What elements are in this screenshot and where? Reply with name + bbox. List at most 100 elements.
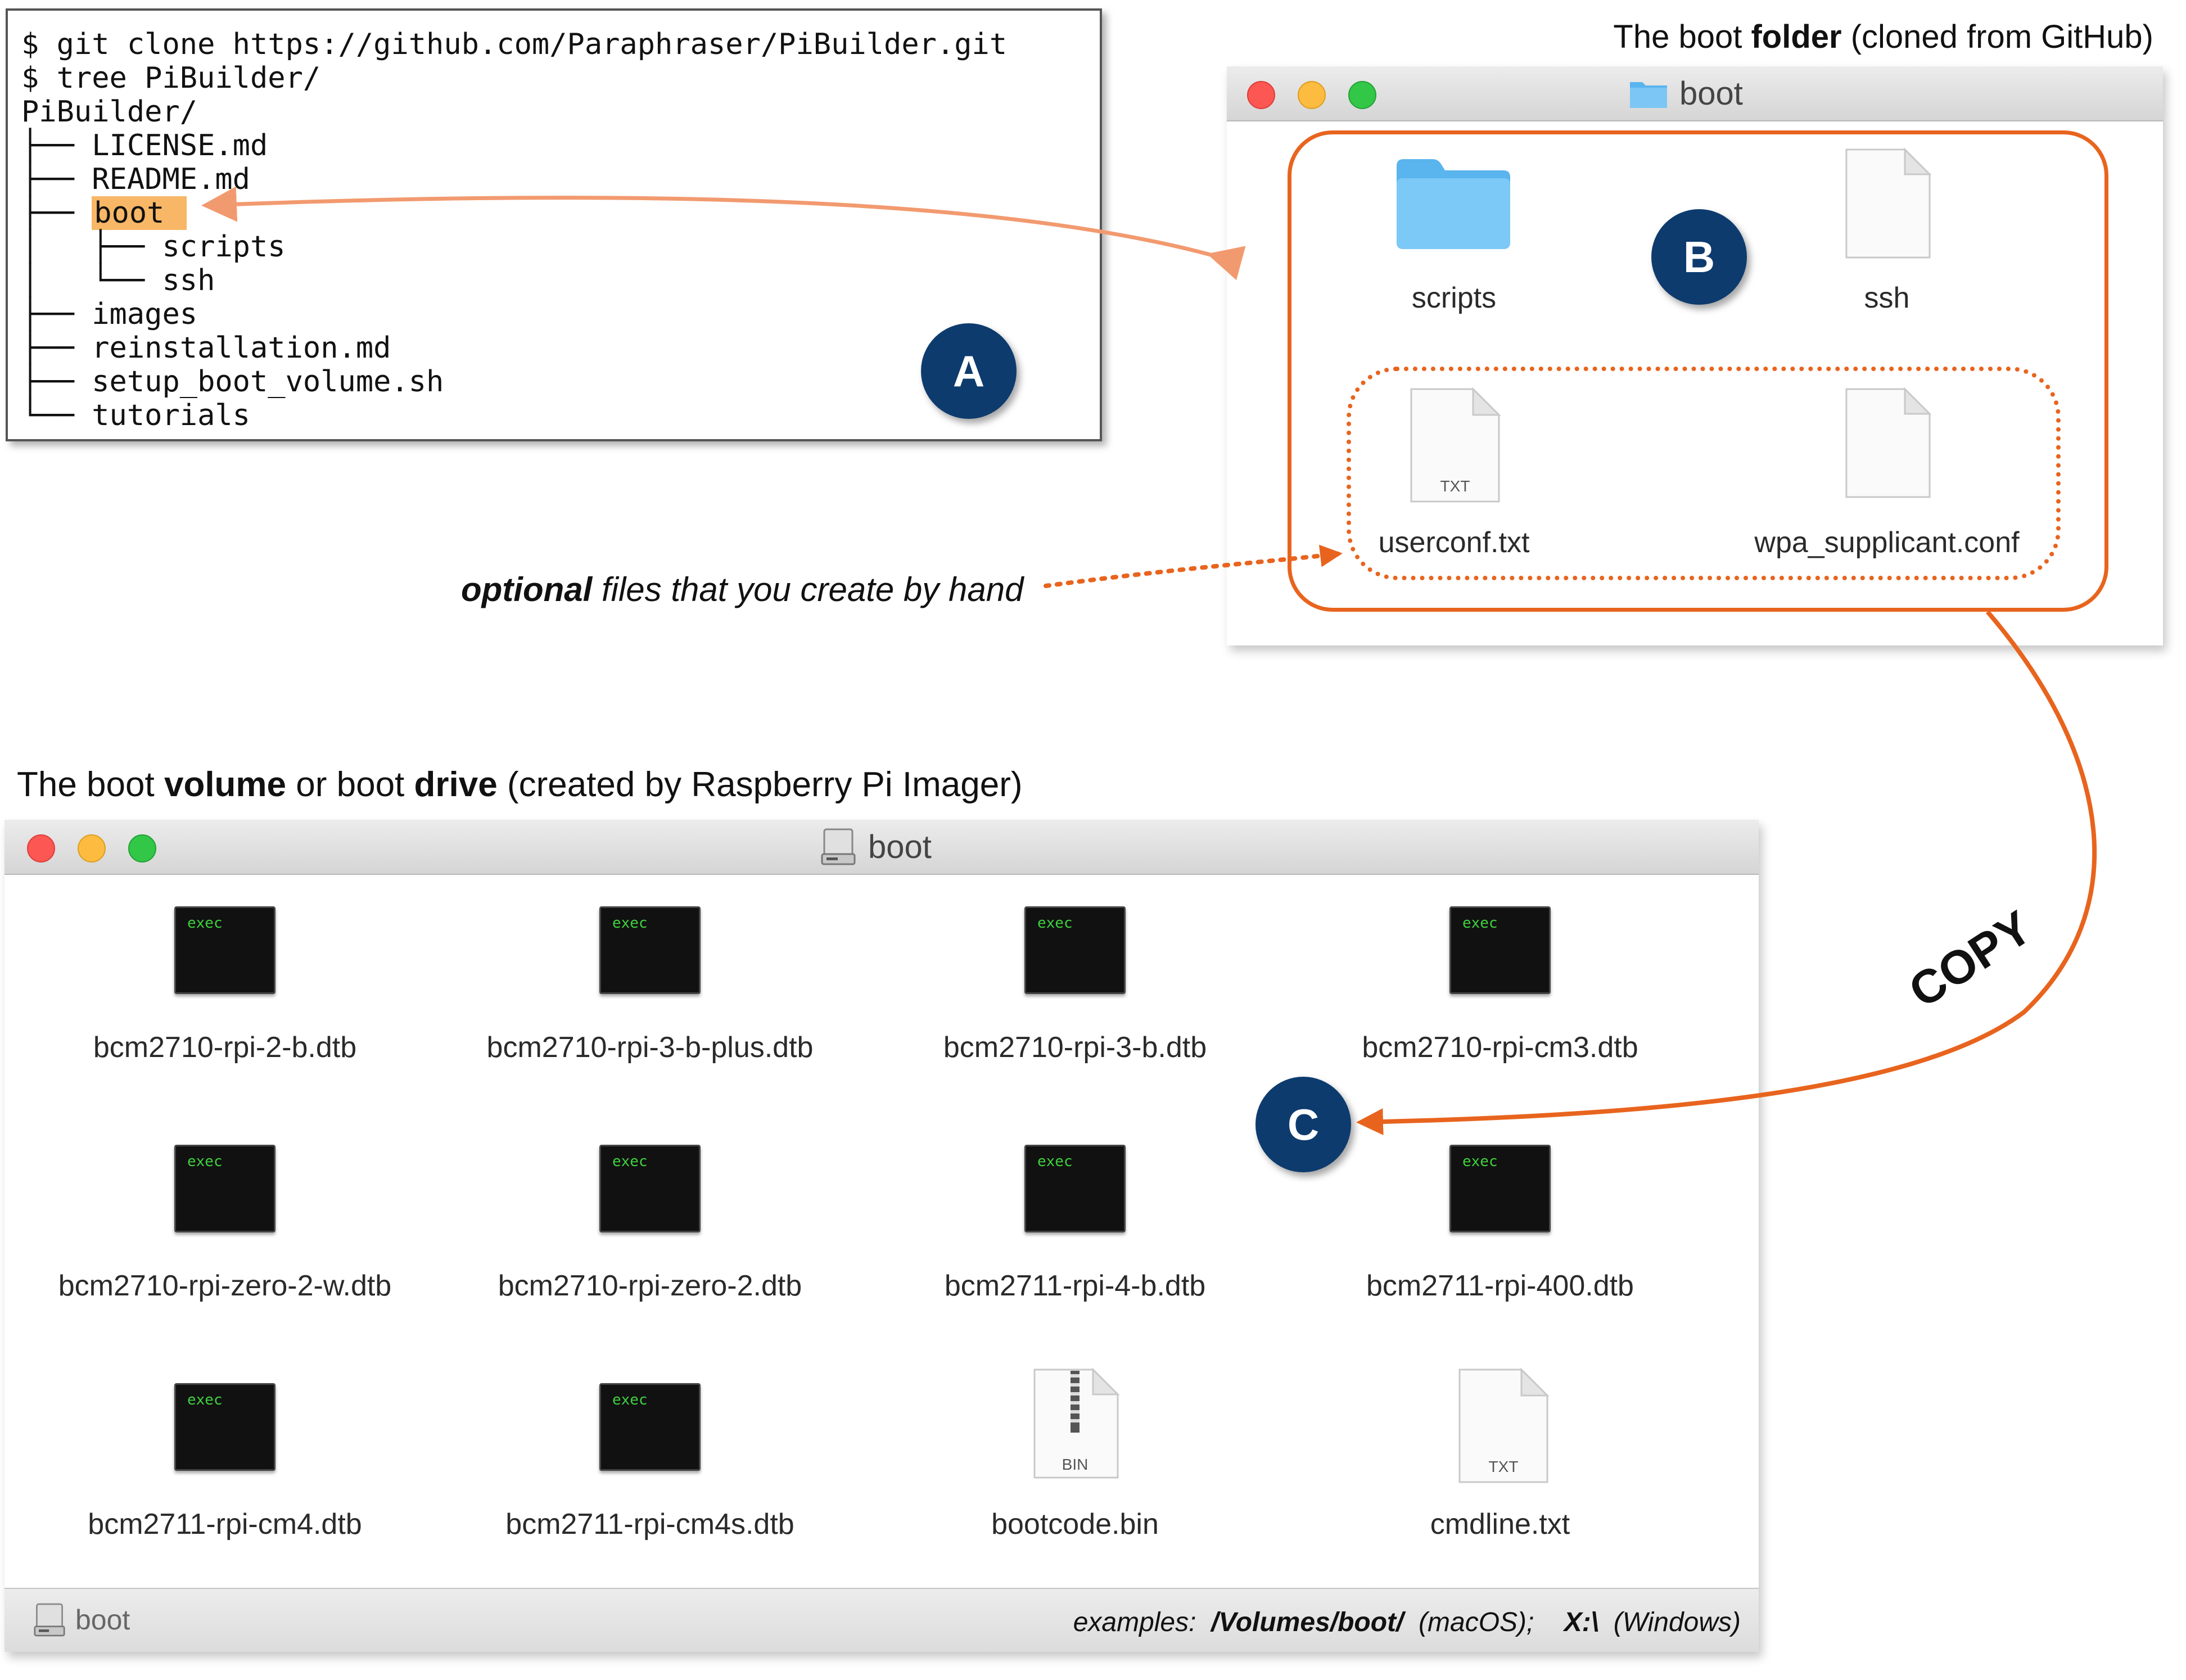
text-document-icon: TXT	[1410, 387, 1501, 503]
file-label[interactable]: bcm2710-rpi-cm3.dtb	[1362, 1031, 1638, 1064]
file-label[interactable]: bcm2711-rpi-cm4s.dtb	[505, 1508, 794, 1541]
boot-volume-window: boot boot examples: /Volumes/boot/ (macO…	[4, 820, 1759, 1652]
exec-icon: exec	[174, 906, 275, 994]
caption-bold: folder	[1751, 19, 1842, 55]
exec-tag: exec	[187, 1392, 223, 1408]
exec-tag: exec	[187, 1153, 223, 1170]
terminal-line: $ git clone https://github.com/Paraphras…	[21, 28, 1008, 61]
exec-tag: exec	[1462, 1153, 1498, 1170]
exec-tag: exec	[1462, 915, 1498, 932]
file-label[interactable]: bcm2710-rpi-3-b-plus.dtb	[486, 1031, 814, 1064]
exec-icon: exec	[1449, 906, 1551, 994]
text-document-icon: TXT	[1458, 1367, 1550, 1483]
optional-files-outline	[1347, 367, 2061, 580]
terminal-line: ├── reinstallation.md	[21, 331, 391, 365]
badge-a: A	[921, 323, 1017, 419]
file-label[interactable]: bcm2710-rpi-2-b.dtb	[93, 1031, 357, 1064]
document-icon	[1845, 387, 1932, 498]
terminal-line-boot: ├── boot	[21, 196, 187, 230]
tree-branch: ├──	[21, 196, 92, 230]
file-label[interactable]: bcm2710-rpi-zero-2.dtb	[498, 1270, 802, 1302]
exec-icon: exec	[174, 1383, 275, 1471]
file-label[interactable]: scripts	[1411, 282, 1497, 314]
exec-icon: exec	[1449, 1145, 1551, 1232]
drive-icon	[821, 828, 856, 865]
status-bar: boot examples: /Volumes/boot/ (macOS); X…	[4, 1588, 1759, 1652]
close-button[interactable]	[1247, 81, 1275, 109]
boot-folder-contents-outline	[1288, 130, 2108, 612]
window-title: boot	[821, 820, 932, 874]
drive-icon	[34, 1603, 65, 1637]
file-label[interactable]: userconf.txt	[1378, 526, 1530, 559]
zoom-button[interactable]	[128, 834, 156, 862]
terminal-line: │ └── ssh	[21, 264, 215, 297]
exec-icon: exec	[1024, 1145, 1126, 1232]
windows-path: X:\	[1564, 1607, 1599, 1637]
optional-arrow	[1044, 544, 1343, 588]
folder-icon	[1630, 82, 1667, 108]
document-icon	[1845, 147, 1932, 259]
file-label[interactable]: cmdline.txt	[1430, 1508, 1570, 1541]
exec-icon: exec	[599, 1383, 701, 1471]
terminal-line: └── tutorials	[21, 399, 250, 432]
badge-b: B	[1651, 209, 1747, 305]
zoom-button[interactable]	[1348, 81, 1376, 109]
exec-icon: exec	[599, 1145, 701, 1232]
file-label[interactable]: bcm2711-rpi-cm4.dtb	[88, 1508, 362, 1541]
window-title: boot	[1629, 66, 1743, 120]
terminal-line: ├── images	[21, 297, 198, 331]
caption-text: (cloned from GitHub)	[1841, 19, 2153, 55]
file-label[interactable]: ssh	[1864, 282, 1910, 314]
path-examples: examples: /Volumes/boot/ (macOS); X:\ (W…	[1073, 1607, 1741, 1638]
minimize-button[interactable]	[1298, 81, 1326, 109]
boot-folder-caption: The boot folder (cloned from GitHub)	[1613, 18, 2153, 56]
file-label[interactable]: wpa_supplicant.conf	[1754, 526, 2020, 559]
terminal-line: PiBuilder/	[21, 95, 198, 129]
file-label[interactable]: bootcode.bin	[991, 1508, 1159, 1541]
exec-tag: exec	[612, 915, 648, 932]
caption-text: The boot	[17, 765, 164, 804]
file-label[interactable]: bcm2710-rpi-zero-2-w.dtb	[58, 1270, 392, 1302]
caption-text: or boot	[286, 765, 414, 804]
badge-c: C	[1255, 1077, 1351, 1172]
caption-bold: volume	[164, 765, 287, 804]
caption-text: The boot	[1613, 19, 1751, 55]
exec-tag: exec	[187, 915, 223, 932]
terminal-line: ├── LICENSE.md	[21, 129, 268, 162]
optional-note: optional files that you create by hand	[461, 570, 1023, 609]
txt-tag: TXT	[1440, 477, 1470, 495]
minimize-button[interactable]	[78, 834, 106, 862]
binary-file-icon: BIN	[1033, 1367, 1120, 1479]
file-label[interactable]: bcm2711-rpi-4-b.dtb	[944, 1270, 1206, 1302]
close-button[interactable]	[27, 834, 55, 862]
window-title-text: boot	[1679, 75, 1743, 112]
exec-icon: exec	[174, 1145, 275, 1232]
file-label[interactable]: bcm2711-rpi-400.dtb	[1366, 1270, 1634, 1302]
windows-os: (Windows)	[1613, 1607, 1741, 1637]
copy-arrow	[1356, 610, 2097, 1136]
optional-text: files that you create by hand	[592, 571, 1024, 608]
terminal-line: ├── setup_boot_volume.sh	[21, 365, 444, 399]
file-label[interactable]: bcm2710-rpi-3-b.dtb	[943, 1031, 1207, 1064]
titlebar: boot	[4, 820, 1759, 875]
titlebar: boot	[1227, 66, 2163, 121]
mac-os: (macOS);	[1419, 1607, 1534, 1637]
boot-volume-caption: The boot volume or boot drive (created b…	[17, 765, 1023, 805]
exec-tag: exec	[612, 1392, 648, 1408]
exec-tag: exec	[612, 1153, 648, 1170]
folder-icon	[1397, 159, 1510, 249]
exec-tag: exec	[1037, 915, 1073, 932]
mac-path: /Volumes/boot/	[1211, 1607, 1404, 1637]
caption-text: (created by Raspberry Pi Imager)	[497, 765, 1023, 804]
exec-icon: exec	[1024, 906, 1126, 994]
window-title-text: boot	[868, 828, 932, 865]
copy-label: COPY	[1900, 900, 2041, 1017]
exec-icon: exec	[599, 906, 701, 994]
examples-label: examples:	[1073, 1607, 1196, 1637]
bin-tag: BIN	[1062, 1456, 1089, 1473]
boot-highlight: boot	[92, 196, 187, 230]
optional-bold: optional	[461, 571, 593, 608]
status-volume-text: boot	[75, 1604, 130, 1636]
exec-tag: exec	[1037, 1153, 1073, 1170]
